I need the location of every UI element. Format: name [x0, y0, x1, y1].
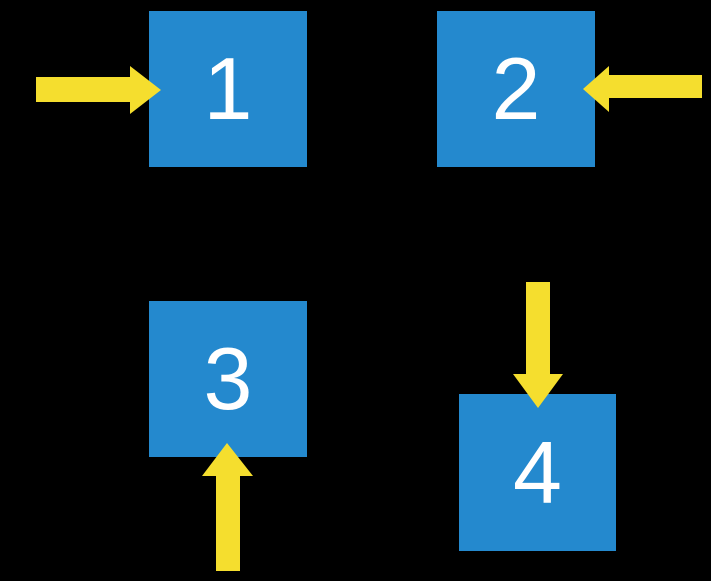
node-box-4[interactable]: 4 — [459, 394, 616, 551]
node-label-3: 3 — [203, 329, 253, 428]
arrow-down-icon — [513, 282, 563, 408]
arrow-left-icon — [583, 66, 702, 112]
node-box-2[interactable]: 2 — [437, 11, 595, 167]
arrow-right-icon — [36, 66, 161, 114]
node-box-1[interactable]: 1 — [149, 11, 307, 167]
node-label-2: 2 — [491, 39, 541, 138]
node-box-3[interactable]: 3 — [149, 301, 307, 457]
node-label-4: 4 — [513, 422, 562, 522]
arrow-up-icon — [202, 443, 253, 571]
node-label-1: 1 — [203, 39, 253, 138]
